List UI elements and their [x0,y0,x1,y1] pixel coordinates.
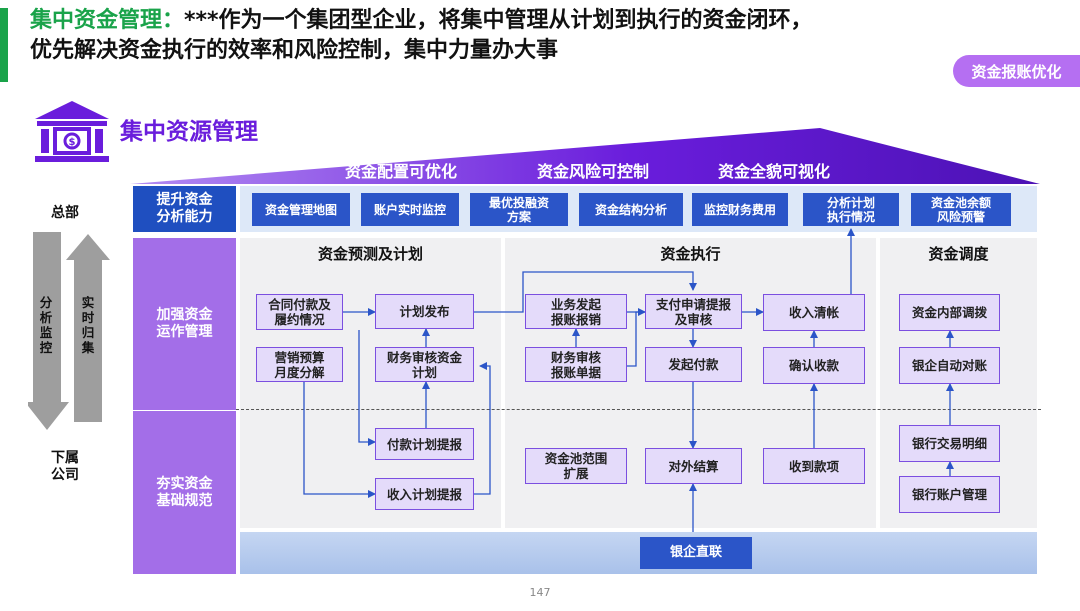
box-business-reimbursement: 业务发起 报账报销 [525,294,627,329]
top-item-3: 最优投融资 方案 [470,193,568,226]
box-internal-transfer: 资金内部调拨 [899,294,1000,331]
box-plan-release: 计划发布 [375,294,474,329]
bank-icon: $ [33,99,111,163]
box-auto-reconciliation: 银企自动对账 [899,347,1000,384]
column-title-execution: 资金执行 [660,245,721,263]
top-item-4: 资金结构分析 [579,193,683,226]
accent-bar [0,8,8,82]
top-item-5: 监控财务费用 [692,193,788,226]
row-label-analysis: 提升资金 分析能力 [133,186,236,232]
box-finance-review-docs: 财务审核 报账单据 [525,347,627,382]
box-finance-review-plan: 财务审核资金 计划 [375,347,474,382]
page-title: 集中资金管理：***作为一个集团型企业，将集中管理从计划到执行的资金闭环， 优先… [30,6,950,66]
roof-label-2: 资金风险可控制 [537,162,650,181]
title-line-2: 优先解决资金执行的效率和风险控制，集中力量办大事 [30,38,559,63]
box-payment-plan-submit: 付款计划提报 [375,428,474,460]
roof-label-1: 资金配置可优化 [345,162,458,181]
box-funds-received: 收到款项 [763,448,865,484]
row-label-foundation: 夯实资金 基础规范 [133,411,236,574]
box-bank-transactions: 银行交易明细 [899,425,1000,462]
title-line-1: ***作为一个集团型企业，将集中管理从计划到执行的资金闭环， [184,8,813,33]
box-income-clearing: 收入清帐 [763,294,865,331]
box-income-plan-submit: 收入计划提报 [375,478,474,510]
top-item-1: 资金管理地图 [252,193,350,226]
roof-label-3: 资金全貌可视化 [718,162,831,181]
top-item-6: 分析计划 执行情况 [803,193,899,226]
bank-direct-connect: 银企直联 [640,537,752,569]
up-arrow-text: 实 时 归 集 [81,295,95,355]
box-payment-request: 支付申请提报 及审核 [645,294,742,329]
row-divider [236,409,1041,410]
box-cash-pool-expansion: 资金池范围 扩展 [525,448,627,484]
box-external-settlement: 对外结算 [645,448,742,484]
box-initiate-payment: 发起付款 [645,347,742,382]
topic-tag: 资金报账优化 [953,55,1080,87]
page-number: 147 [529,586,551,599]
box-contract-payment: 合同付款及 履约情况 [256,294,343,330]
section-title: 集中资源管理 [120,119,258,145]
column-title-dispatch: 资金调度 [928,245,989,263]
box-confirm-receipt: 确认收款 [763,347,865,384]
box-marketing-budget: 营销预算 月度分解 [256,347,343,382]
bottom-band [240,532,1037,574]
subsidiary-label: 下属 公司 [51,450,79,483]
down-arrow-text: 分 析 监 控 [39,295,53,355]
top-item-7: 资金池余额 风险预警 [911,193,1011,226]
hq-label: 总部 [51,205,79,221]
title-highlight: 集中资金管理： [30,8,185,33]
top-item-2: 账户实时监控 [361,193,459,226]
box-bank-account-mgmt: 银行账户管理 [899,476,1000,513]
row-label-operation: 加强资金 运作管理 [133,238,236,410]
roof [130,128,1040,184]
column-title-forecast: 资金预测及计划 [317,245,423,263]
svg-text:$: $ [69,137,76,148]
updown-arrows [25,232,114,432]
